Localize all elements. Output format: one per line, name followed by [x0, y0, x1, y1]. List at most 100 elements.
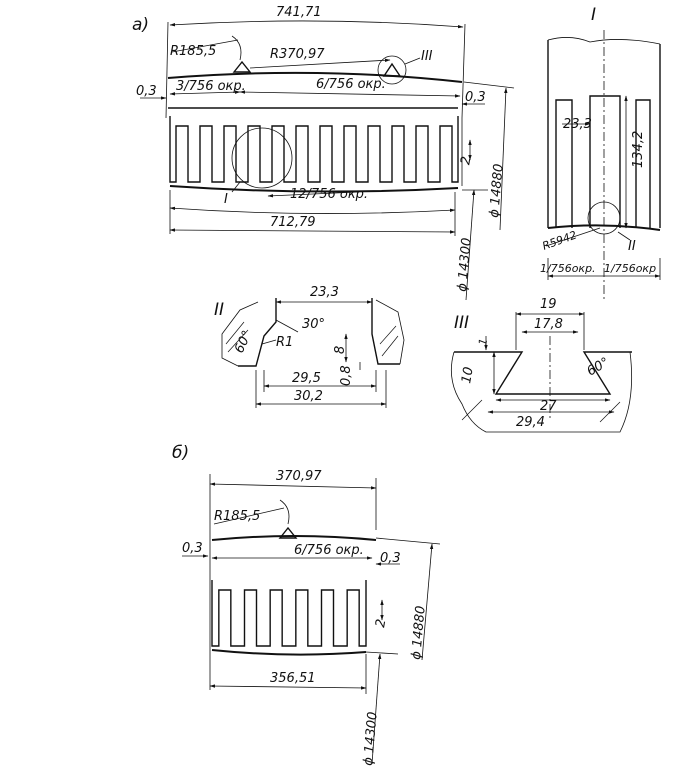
ii-08-text: 0,8 — [339, 365, 354, 386]
ext-line-left — [165, 21, 169, 119]
view-a-label: а) — [132, 15, 149, 35]
dia-14880-leader — [499, 87, 508, 231]
angle30-leader — [275, 319, 299, 333]
detail-i-bottom-arc — [547, 224, 661, 231]
dim-arc-741 — [169, 20, 464, 29]
callout-i-leader — [231, 181, 241, 193]
detail-iii-title: III — [454, 313, 469, 333]
ii-30-text: 30° — [302, 317, 325, 332]
detail-i-callout-ii: II — [628, 239, 636, 254]
callout-i-text: I — [224, 192, 228, 207]
b-dia-14300-leader — [371, 653, 382, 765]
callout-iii-leader — [404, 57, 421, 65]
b-gap-left-text: 0,3 — [182, 541, 203, 556]
r185-arc — [231, 35, 242, 61]
r1-leader — [261, 339, 277, 345]
b-bottom-arc — [211, 649, 367, 656]
dia-14300-text: ϕ 14300 — [455, 237, 475, 292]
detail-ii-right-profile — [371, 298, 400, 365]
ii-r1-text: R1 — [276, 335, 293, 350]
detail-iii: III 19 17,8 1 10 60° 27 29,4 — [450, 297, 633, 433]
b-slot-2-text: 2 — [373, 618, 389, 629]
hatch-ii-1 — [227, 329, 249, 353]
b-top-arc — [211, 535, 377, 541]
detail-ii-callout-circle — [587, 201, 621, 235]
detail-i-tooth-right — [635, 99, 651, 228]
pitch-3-text: 3/756 окр. — [176, 79, 246, 94]
callout-circle-iii — [377, 55, 407, 85]
b-r185-arc — [279, 499, 290, 525]
b-pitch-6-text: 6/756 окр. — [294, 543, 364, 558]
b-gap-right-text: 0,3 — [380, 551, 401, 566]
ii-295-text: 29,5 — [292, 371, 321, 386]
detail-i-slot — [589, 95, 621, 228]
dim-pitch-3 — [169, 90, 241, 96]
b-35651-text: 356,51 — [270, 671, 316, 686]
detail-iii-body-break — [450, 351, 633, 433]
r185-leader — [171, 39, 239, 53]
iii-19-text: 19 — [540, 297, 557, 312]
dia-14880-text: ϕ 14880 — [487, 163, 507, 218]
hatch-ii-3 — [381, 335, 399, 357]
r185-text: R185,5 — [170, 44, 216, 59]
ii-233-text: 23,3 — [310, 285, 339, 300]
hatch-ii-4 — [379, 325, 397, 345]
detail-ii: II 23,3 30° 60° R1 8 0,8 29,5 30,2 — [214, 285, 405, 408]
pitch-left-text: 1/756окр. — [540, 262, 596, 275]
pitch-6-text: 6/756 окр. — [316, 77, 386, 92]
iii-178-text: 17,8 — [534, 317, 563, 332]
detail-i-break-line — [547, 37, 661, 45]
teeth-outline-a — [169, 116, 459, 183]
datum-triangle-b — [278, 526, 298, 539]
dim-712 — [169, 228, 456, 234]
b-dia-14880-leader — [421, 543, 434, 661]
b-37097-text: 370,97 — [276, 469, 322, 484]
dim-741-text: 741,71 — [276, 5, 322, 20]
ii-8-text: 8 — [333, 346, 348, 354]
b-dia-14300-ext — [365, 651, 399, 655]
detail-i-title: I — [591, 5, 596, 25]
dia-14880-ext — [463, 81, 515, 89]
iii-1-text: 1 — [476, 337, 490, 346]
slot-2-text: 2 — [458, 155, 474, 166]
b-r185-text: R185,5 — [214, 509, 260, 524]
r5942-text: R5942 — [541, 228, 579, 252]
view-b-label: б) — [172, 443, 189, 463]
dim-b-35651 — [209, 684, 367, 690]
detail-i-tooth-left — [555, 99, 573, 228]
dim-b-37097 — [209, 482, 377, 490]
body-bottom-arc — [169, 185, 459, 193]
hatch-iii-1 — [461, 399, 483, 421]
callout-iii-text: III — [421, 49, 433, 64]
detail-iii-profile — [454, 351, 632, 395]
view-b: б) 370,97 R185,5 0,3 6/756 окр. 0,3 2 ϕ … — [172, 443, 441, 766]
r5942-leader — [545, 227, 601, 247]
r370-leader — [249, 58, 391, 69]
b-dia-14880-ext — [375, 537, 441, 545]
ii-302-text: 30,2 — [294, 389, 323, 404]
datum-triangle-a — [232, 60, 252, 73]
hatch-ii-2 — [225, 321, 245, 345]
segment-top-arc — [167, 71, 463, 83]
iii-27-text: 27 — [540, 399, 557, 414]
dim-pitch-12 — [267, 191, 359, 198]
iii-294-text: 29,4 — [516, 415, 545, 430]
gap-right-text: 0,3 — [465, 90, 486, 105]
view-a: а) 741,71 R185,5 R370,97 III 0,3 3/756 о… — [132, 5, 515, 301]
detail-ii-left-break — [221, 301, 259, 367]
detail-ii-right-break — [375, 299, 405, 365]
detail-i-233-text: 23,3 — [563, 117, 592, 132]
b-dia-14300-text: ϕ 14300 — [361, 711, 381, 766]
datum-triangle-iii — [382, 62, 402, 77]
detail-i-circle — [231, 127, 293, 189]
dim-pitch-6 — [239, 90, 461, 98]
iii-10-text: 10 — [459, 366, 477, 385]
pitch-right-text: 1/756окр — [604, 262, 656, 275]
b-r185-leader — [213, 507, 285, 525]
detail-ii-left-profile — [238, 298, 277, 367]
pitch-12-text: 12/756 окр. — [290, 187, 368, 202]
detail-i-1342-text: 134,2 — [631, 131, 646, 168]
dia-14300-leader — [465, 189, 476, 301]
gap-left-text: 0,3 — [136, 84, 157, 99]
